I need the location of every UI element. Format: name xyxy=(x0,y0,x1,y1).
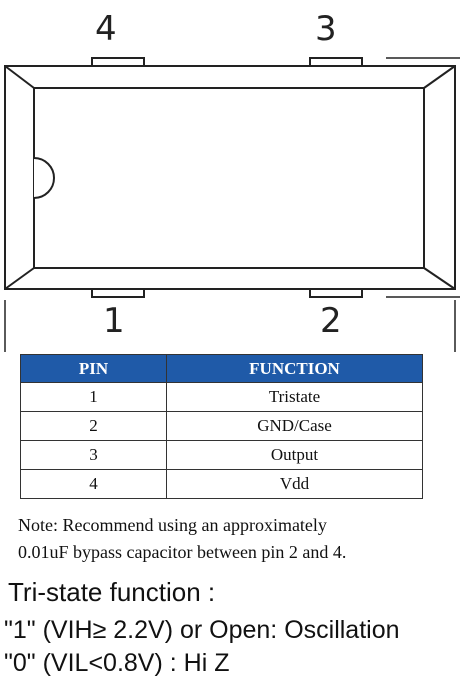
header-function: FUNCTION xyxy=(166,354,423,383)
pin-pad-3 xyxy=(309,57,363,67)
tristate-title: Tri-state function : xyxy=(8,577,216,607)
pin-label-2: 2 xyxy=(320,301,342,341)
bevel-bottom-left xyxy=(4,267,35,290)
pin-label-1: 1 xyxy=(103,301,125,341)
pin-number-cell: 4 xyxy=(20,469,167,499)
pin-number-cell: 3 xyxy=(20,440,167,470)
table-row: 3 Output xyxy=(20,440,423,470)
tristate-high-condition: "1" (VIH≥ 2.2V) or Open: Oscillation xyxy=(4,616,400,644)
bypass-capacitor-note: Note: Recommend using an approximately 0… xyxy=(18,512,458,566)
package-outer-body xyxy=(4,65,456,290)
pin-function-cell: GND/Case xyxy=(166,411,423,441)
pin-pad-4 xyxy=(91,57,145,67)
tristate-low-condition: "0" (VIL<0.8V) : Hi Z xyxy=(4,649,230,677)
pin-function-cell: Tristate xyxy=(166,382,423,412)
pin-pad-1 xyxy=(91,288,145,298)
note-line-2: 0.01uF bypass capacitor between pin 2 an… xyxy=(18,542,347,562)
package-outline-diagram xyxy=(4,57,460,352)
package-inner-body xyxy=(33,87,425,269)
bevel-top-left xyxy=(4,65,35,89)
pin1-notch xyxy=(33,157,55,199)
pin-function-cell: Vdd xyxy=(166,469,423,499)
table-row: 4 Vdd xyxy=(20,469,423,499)
pin-label-4: 4 xyxy=(95,9,117,49)
header-pin: PIN xyxy=(20,354,167,383)
pin-pad-2 xyxy=(309,288,363,298)
pin-function-cell: Output xyxy=(166,440,423,470)
pin-number-cell: 2 xyxy=(20,411,167,441)
note-line-1: Note: Recommend using an approximately xyxy=(18,515,327,535)
pin-function-table: PIN FUNCTION 1 Tristate 2 GND/Case 3 Out… xyxy=(20,354,423,499)
pin-label-3: 3 xyxy=(315,9,337,49)
table-row: 2 GND/Case xyxy=(20,411,423,441)
bevel-top-right xyxy=(423,65,456,89)
table-row: 1 Tristate xyxy=(20,382,423,412)
bevel-bottom-right xyxy=(423,267,456,290)
pin-number-cell: 1 xyxy=(20,382,167,412)
table-header-row: PIN FUNCTION xyxy=(20,354,423,383)
